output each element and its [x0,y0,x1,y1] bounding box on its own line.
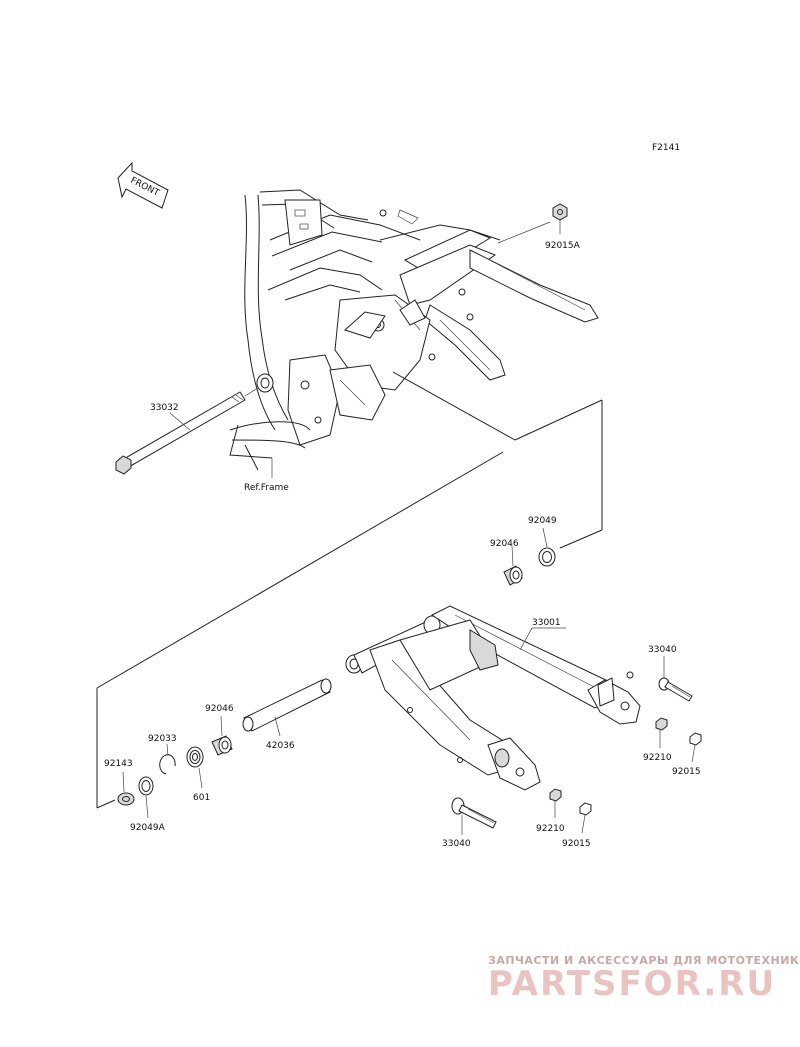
watermark-logo: PARTSFOR.RU [488,964,776,1004]
label-92210-bottom: 92210 [536,824,565,834]
pivot-shaft-33032 [115,391,246,475]
label-92015-right: 92015 [672,767,701,777]
label-92049-top: 92049 [528,516,557,526]
label-601: 601 [193,793,210,803]
figure-code: F2141 [652,143,680,153]
label-42036: 42036 [266,741,295,751]
frame-drawing [229,189,599,471]
label-92143: 92143 [104,759,133,769]
label-33040-right: 33040 [648,645,677,655]
label-92046-left: 92046 [205,704,234,714]
label-33001: 33001 [532,618,561,628]
assembly-guide-lines [96,371,603,809]
label-92049A: 92049A [130,823,166,833]
nut-92210-bottom [549,788,562,802]
ref-frame-label: Ref.Frame [244,483,289,493]
swingarm-33001 [345,605,641,791]
label-33040-bottom: 33040 [442,839,471,849]
bearing-92046-left [211,735,233,756]
label-92210-right: 92210 [643,753,672,763]
chain-adjuster-33040-right [658,677,693,702]
sleeve-42036 [242,678,332,732]
seal-92049A [138,776,154,796]
front-arrow-icon: FRONT [117,161,169,209]
nut-92015-bottom [579,802,592,816]
watermark-tagline: ЗАПЧАСТИ И АКСЕССУАРЫ ДЛЯ МОТОТЕХНИКИ [488,954,800,967]
label-92015A: 92015A [545,241,581,251]
collar-92143 [117,792,135,806]
label-92046-top: 92046 [490,539,519,549]
bearing-92046-top [503,565,523,586]
label-33032: 33032 [150,403,179,413]
chain-adjuster-33040-bottom [451,797,497,829]
circlip-92033 [159,754,176,775]
bearing-601 [186,746,204,768]
label-92015-bottom: 92015 [562,839,591,849]
seal-92049-top [538,547,556,567]
nut-92015-right [689,732,702,746]
nut-92015A [552,203,568,221]
label-92033: 92033 [148,734,177,744]
nut-92210-right [655,717,668,731]
